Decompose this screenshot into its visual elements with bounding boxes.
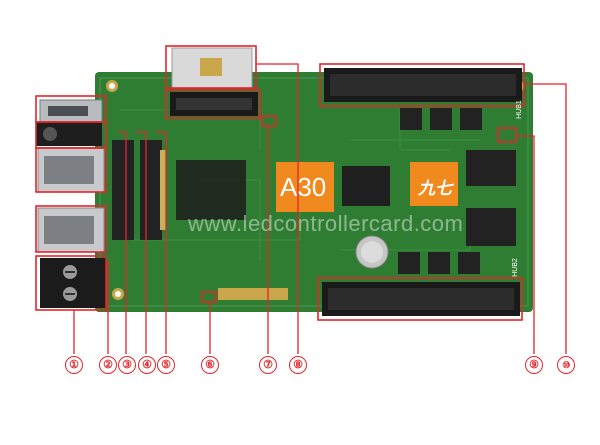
ethernet-port-1 [37,147,105,193]
highlight-ethernet-2 [35,205,107,253]
usb-port [39,99,103,123]
highlight-led [497,127,517,143]
watermark-text: www.ledcontrollercard.com [188,211,464,236]
highlight-small-switch [201,291,217,303]
fpga-chip [410,162,458,206]
callout-9: ⑨ [525,356,543,374]
highlight-socket [165,89,261,119]
callout-6: ⑥ [201,356,219,374]
callout-7: ⑦ [259,356,277,374]
highlight-hub2 [317,277,523,321]
highlight-power [35,255,107,311]
highlight-button [261,115,277,127]
ethernet-port-2 [37,207,105,253]
fpga-chip-label: 九七 [418,179,452,198]
callout-5: ⑤ [157,356,175,374]
silk-in-label: IN [86,198,93,205]
highlight-ethernet-1 [35,147,107,193]
power-terminal-block [40,258,106,308]
hub1-connector [324,68,522,102]
callout-2: ② [99,356,117,374]
callout-10: ⑩ [557,356,575,374]
mini-pcie-socket [170,92,258,116]
pin-header [218,288,288,300]
silk-hub1-label: HUB1 [515,100,523,119]
memory-chips [176,108,516,274]
coin-battery [355,235,389,269]
callout-8: ⑧ [289,356,307,374]
main-chip-label: A30 [280,172,327,202]
callout-4: ④ [138,356,156,374]
hub2-connector [322,282,520,316]
sim-card-slot [171,47,253,89]
silk-hub2-label: HUB2 [511,258,519,277]
highlight-hub1 [319,63,525,107]
highlight-sim [165,45,257,89]
audio-jack [36,122,102,146]
callout-3: ③ [118,356,136,374]
main-processor-chip [276,162,334,212]
callout-1: ① [65,356,83,374]
